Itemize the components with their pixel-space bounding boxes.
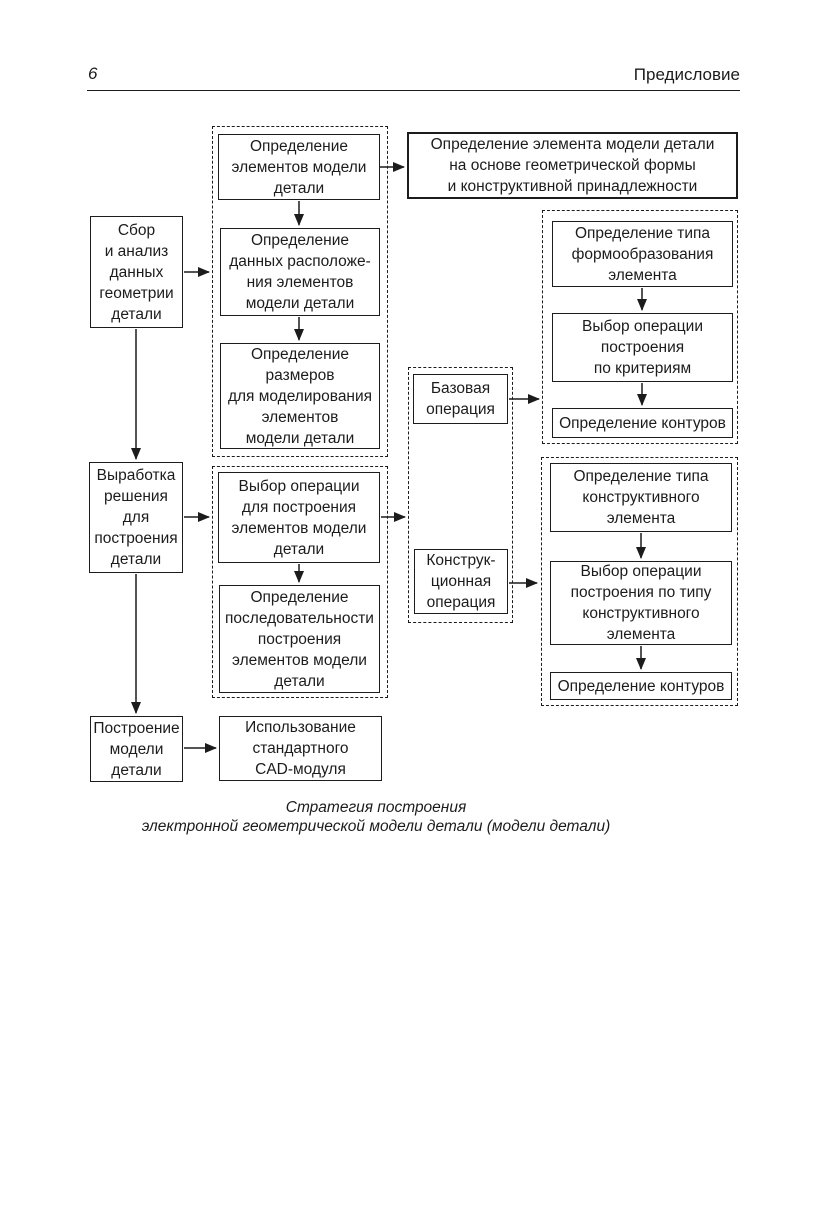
group-define-elements: [212, 126, 388, 457]
box-base-operation: Базовая операция: [413, 374, 508, 424]
box-choose-by-criteria: Выбор операции построения по критериям: [552, 313, 733, 382]
header-rule: [87, 90, 740, 91]
page-number: 6: [88, 64, 98, 83]
group-constructional-branch: [541, 457, 738, 706]
box-element-definition-note: Определение элемента модели детали на ос…: [407, 132, 738, 199]
box-form-type: Определение типа формообразования элемен…: [552, 221, 733, 287]
box-define-dimensions: Определение размеров для моделирования э…: [220, 343, 380, 449]
box-decision: Выработка решения для построения детали: [89, 462, 183, 573]
box-constructional-operation: Конструк- ционная операция: [414, 549, 508, 614]
box-collect-data: Сбор и анализ данных геометрии детали: [90, 216, 183, 328]
group-base-branch: [542, 210, 738, 444]
box-choose-by-type: Выбор операции построения по типу констр…: [550, 561, 732, 645]
box-choose-operation: Выбор операции для построения элементов …: [218, 472, 380, 563]
box-use-cad-module: Использование стандартного CAD-модуля: [219, 716, 382, 781]
box-define-elements: Определение элементов модели детали: [218, 134, 380, 200]
header-title: Предисловие: [633, 65, 740, 84]
box-contours-base: Определение контуров: [552, 408, 733, 438]
figure-caption: Стратегия построения электронной геометр…: [141, 799, 611, 835]
group-operation-choice: [212, 466, 388, 698]
box-build-model: Построение модели детали: [90, 716, 183, 782]
box-contours-constructional: Определение контуров: [550, 672, 732, 700]
box-define-layout: Определение данных расположе- ния элемен…: [220, 228, 380, 316]
box-constructive-type: Определение типа конструктивного элемент…: [550, 463, 732, 532]
box-define-sequence: Определение последовательности построени…: [219, 585, 380, 693]
group-operation-types: [408, 367, 513, 623]
